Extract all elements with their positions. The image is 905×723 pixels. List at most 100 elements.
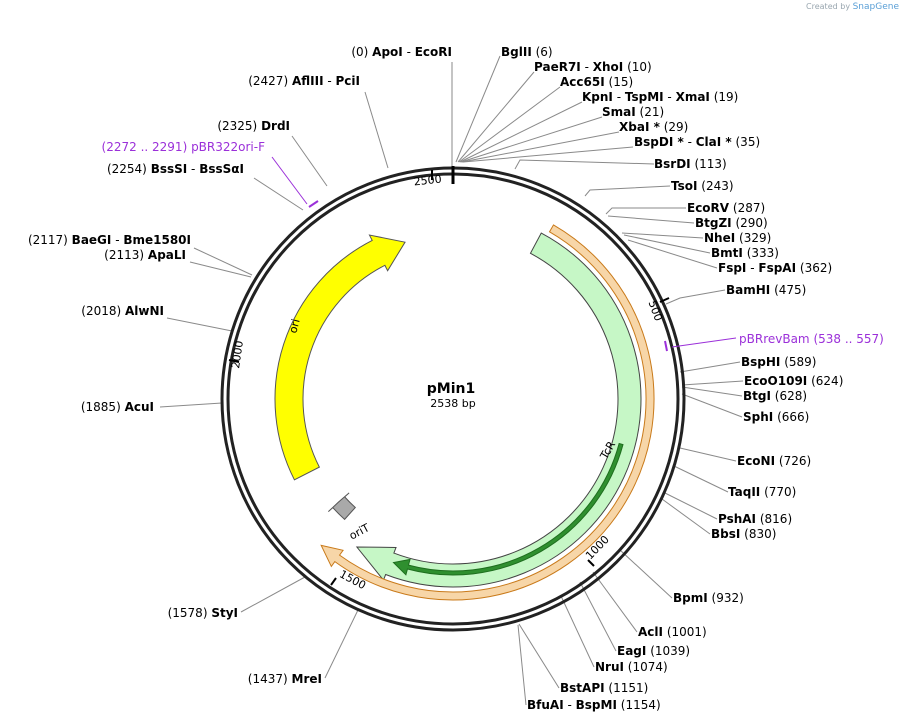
primer-label-pbr322ori-f[interactable]: (2272 .. 2291) pBR322ori-F [102,140,266,154]
leader-line-bglii [455,55,501,163]
site-label-bbsi[interactable]: BbsI (830) [711,527,776,541]
feature-green-line[interactable] [392,442,624,576]
enzyme-name: PaeR7I [534,60,581,74]
enzyme-name: BglII [501,45,532,59]
primer-leader-pbrrevbam [671,337,737,348]
site-label-nrui[interactable]: NruI (1074) [595,660,668,674]
site-position: (2113) [104,248,144,262]
enzyme-name: FspI [718,261,746,275]
site-label-bsphi[interactable]: BspHI (589) [741,355,817,369]
site-label-bsrdi[interactable]: BsrDI (113) [654,157,727,171]
site-label-fspi[interactable]: FspI - FspAI (362) [718,261,832,275]
enzyme-name: ApoI [372,45,403,59]
enzyme-name: ClaI * [696,135,733,149]
site-label-ecorv[interactable]: EcoRV (287) [687,201,765,215]
site-label-drdi[interactable]: (2325) DrdI [217,119,290,133]
site-label-paer7i[interactable]: PaeR7I - XhoI (10) [534,60,652,74]
enzyme-name: NheI [704,231,735,245]
enzyme-name: BssSαI [199,162,244,176]
site-label-bspdi[interactable]: BspDI * - ClaI * (35) [634,135,760,149]
site-label-bglii[interactable]: BglII (6) [501,45,553,59]
site-label-bpmi[interactable]: BpmI (932) [673,591,744,605]
site-label-bfuai[interactable]: BfuAI - BspMI (1154) [527,698,661,712]
site-position: (113) [694,157,726,171]
leader-line-sphi [681,393,743,418]
site-label-apoi[interactable]: (0) ApoI - EcoRI [351,45,452,59]
enzyme-name: FspAI [758,261,796,275]
site-position: (21) [640,105,665,119]
enzyme-separator: - [746,261,758,275]
leader-line-drdi [291,135,328,187]
leader-line-tsoi [584,185,671,197]
enzyme-name: EcoRI [415,45,452,59]
leader-line-btgi [681,386,743,397]
site-label-kpni[interactable]: KpnI - TspMI - XmaI (19) [582,90,738,104]
ring-tick-2000 [228,359,240,363]
site-position: (243) [701,179,733,193]
site-position: (2325) [217,119,257,133]
site-label-pshai[interactable]: PshAI (816) [718,512,792,526]
enzyme-name: BssSI [151,162,188,176]
leader-line-pshai [664,492,718,520]
ring-tick-1000 [587,559,595,567]
leader-line-smai [460,116,603,163]
leader-line-acc65i [458,86,561,163]
site-label-apali[interactable]: (2113) ApaLI [104,248,186,262]
leader-line-bspdi [462,146,634,163]
site-position: (35) [736,135,761,149]
site-label-bamhi[interactable]: BamHI (475) [726,283,806,297]
site-label-nhei[interactable]: NheI (329) [704,231,771,245]
enzyme-name: AflIII [292,74,324,88]
leader-line-bamhi [665,289,726,305]
enzyme-separator: - [111,233,123,247]
site-label-tsoi[interactable]: TsoI (243) [671,179,734,193]
site-label-xbai[interactable]: XbaI * (29) [619,120,688,134]
enzyme-separator: - [613,90,625,104]
leader-line-acui [159,402,223,408]
site-label-btgi[interactable]: BtgI (628) [743,389,807,403]
leader-line-bsrdi [514,159,655,170]
feature-orit[interactable] [328,492,357,521]
enzyme-separator: - [187,162,199,176]
site-label-bsssi[interactable]: (2254) BssSI - BssSαI [107,162,244,176]
site-label-sphi[interactable]: SphI (666) [743,410,809,424]
site-label-ecoo109i[interactable]: EcoO109I (624) [744,374,843,388]
site-position: (624) [811,374,843,388]
site-label-acc65i[interactable]: Acc65I (15) [560,75,633,89]
site-label-baegi[interactable]: (2117) BaeGI - Bme1580I [28,233,191,247]
site-label-alwni[interactable]: (2018) AlwNI [81,304,164,318]
site-position: (362) [800,261,832,275]
snapgene-logo: SnapGene [852,2,899,12]
leader-line-kpni [459,101,583,163]
enzyme-name: TsoI [671,179,697,193]
primer-label-pbrrevbam[interactable]: pBRrevBam (538 .. 557) [739,332,884,346]
site-label-styi[interactable]: (1578) StyI [168,606,238,620]
leader-line-bmti [623,234,711,254]
site-label-afliii[interactable]: (2427) AflIII - PciI [248,74,360,88]
feature-orange-band[interactable] [320,224,655,601]
site-position: (2018) [81,304,121,318]
site-label-btgzi[interactable]: BtgZI (290) [695,216,768,230]
feature-label-orit: oriT [347,521,372,542]
enzyme-name: BfuAI [527,698,564,712]
site-label-acli[interactable]: AclI (1001) [638,625,707,639]
enzyme-name: BbsI [711,527,740,541]
site-label-bmti[interactable]: BmtI (333) [711,246,779,260]
site-label-smai[interactable]: SmaI (21) [602,105,664,119]
leader-line-afliii [364,91,389,169]
site-label-acui[interactable]: (1885) AcuI [81,400,154,414]
site-label-eagi[interactable]: EagI (1039) [617,644,690,658]
site-position: (10) [627,60,652,74]
site-label-mrei[interactable]: (1437) MreI [248,672,322,686]
feature-label-ori: ori [286,317,302,334]
site-label-bstapi[interactable]: BstAPI (1151) [560,681,648,695]
site-label-taqii[interactable]: TaqII (770) [728,485,796,499]
enzyme-name: StyI [211,606,238,620]
site-label-econi[interactable]: EcoNI (726) [737,454,811,468]
site-position: (589) [784,355,816,369]
feature-ori[interactable] [274,234,406,481]
site-position: (1039) [650,644,690,658]
primer-mark-pbr322ori-f [308,200,319,208]
enzyme-separator: - [564,698,576,712]
